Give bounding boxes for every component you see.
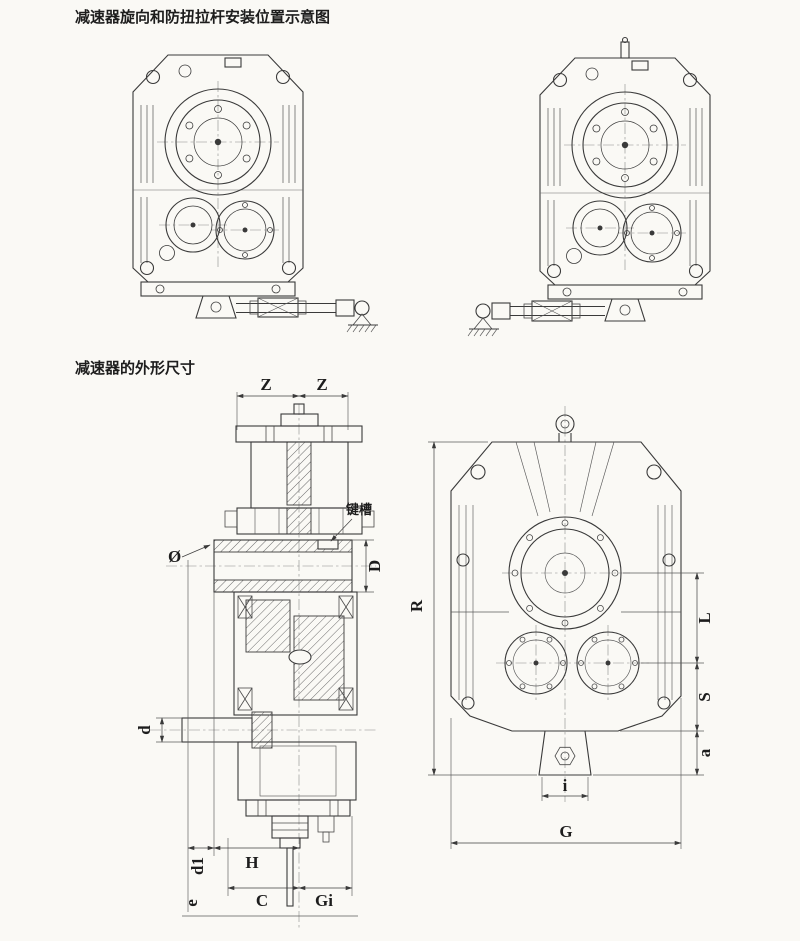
dim-label-D: D [365, 560, 384, 572]
reducer-front-view-left [132, 54, 304, 297]
dim-label-C: C [256, 891, 268, 910]
input-shaft-assembly [235, 403, 363, 509]
coupling-flange [224, 507, 375, 535]
dim-label-a: a [695, 748, 714, 757]
torque-arm-right [467, 298, 646, 337]
outline-dimension-view: R L S a i G [407, 406, 714, 849]
cross-section-view: Z Z 键槽 Ø [135, 375, 384, 928]
ground-hatch-right [467, 328, 498, 337]
dim-label-L: L [695, 612, 714, 623]
title-rotation-diagram: 减速器旋向和防扭拉杆安装位置示意图 [75, 8, 330, 26]
housing-ribs [451, 441, 681, 700]
dim-label-z-right: Z [316, 375, 327, 394]
dim-label-S: S [695, 692, 714, 701]
ground-hatch-left [346, 324, 377, 333]
dim-label-R: R [407, 599, 426, 612]
lower-bore-right [576, 631, 640, 695]
bearing-symbols [237, 595, 354, 711]
lower-bore-left [504, 631, 568, 695]
title-dimensions-diagram: 减速器的外形尺寸 [75, 359, 195, 377]
gear-housing-section [233, 591, 358, 716]
hollow-shaft [213, 539, 353, 593]
dim-label-e: e [182, 899, 201, 907]
main-bore [508, 516, 622, 630]
bottom-bracket [538, 730, 592, 776]
dim-label-z-left: Z [260, 375, 271, 394]
dim-label-phi: Ø [168, 547, 181, 566]
dim-label-G: G [559, 822, 572, 841]
lifting-eye [555, 414, 575, 442]
keyway-label: 键槽 [345, 502, 372, 517]
dim-label-i: i [563, 776, 568, 795]
rotation-direction-diagram [132, 36, 711, 337]
housing-outline [450, 441, 682, 732]
lower-housing [237, 741, 357, 817]
dim-label-d1: d1 [188, 857, 207, 875]
keyway-slot [317, 539, 339, 550]
reducer-front-view-right [539, 57, 711, 300]
dim-label-H: H [245, 853, 258, 872]
housing-bolts [456, 464, 676, 710]
vent-stub [620, 36, 630, 59]
output-shaft [181, 711, 273, 749]
dim-label-Gi: Gi [315, 891, 333, 910]
torque-arm-left [195, 295, 378, 333]
dim-label-d: d [135, 725, 154, 735]
